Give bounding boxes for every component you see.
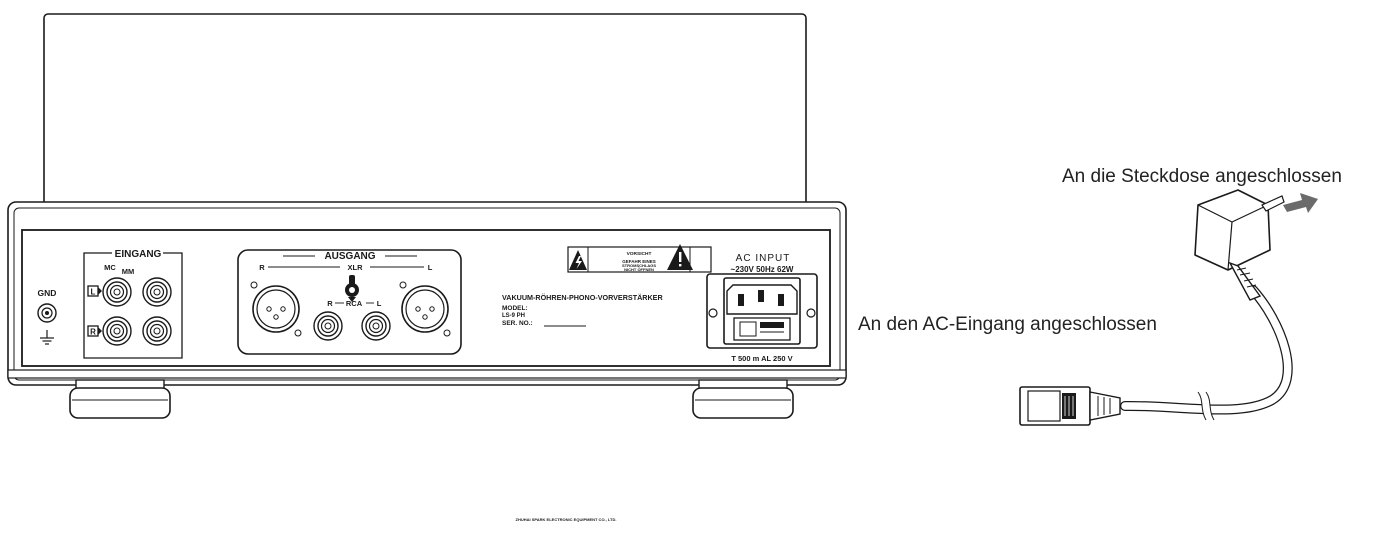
rca-right-label: R xyxy=(327,299,333,308)
input-group-title: EINGANG xyxy=(115,249,162,260)
xlr-rca-toggle-switch[interactable] xyxy=(345,275,359,297)
company-name: ZHUHAI SPARK ELECTRONIC EQUIPMENT CO., L… xyxy=(516,517,617,522)
rca-output-right[interactable] xyxy=(313,311,343,341)
output-plate xyxy=(237,249,462,355)
model-label: MODEL: xyxy=(502,305,528,312)
chassis-inner-edge xyxy=(13,207,841,381)
mc-label: MC xyxy=(104,263,116,272)
wall-outlet-callout: An die Steckdose angeschlossen xyxy=(1062,166,1342,187)
mm-label: MM xyxy=(122,267,135,276)
warning-title: VORSICHT xyxy=(627,251,652,257)
xlr-left-label: L xyxy=(428,263,433,272)
channel-l-badge: L xyxy=(87,285,102,297)
foot-left xyxy=(69,379,171,419)
output-group-title: AUSGANG xyxy=(324,251,375,262)
input-jack-mm-left[interactable] xyxy=(142,277,172,307)
input-jack-mc-right[interactable] xyxy=(102,316,132,346)
serial-label: SER. NO.: xyxy=(502,320,533,327)
input-jack-mm-right[interactable] xyxy=(142,316,172,346)
plug-direction-arrow-icon xyxy=(1283,193,1318,213)
input-jack-mc-left[interactable] xyxy=(102,277,132,307)
rca-label: RCA xyxy=(346,299,363,308)
warning-label: VORSICHT GEFAHR EINES STROMSCHLAGS NICHT… xyxy=(567,244,712,273)
xlr-right-label: R xyxy=(259,263,265,272)
warning-line-2: STROMSCHLAGS xyxy=(622,263,656,268)
toggle-arrow-icon xyxy=(348,297,356,302)
channel-r-badge: R xyxy=(87,325,102,337)
svg-text:R: R xyxy=(90,328,96,337)
model-value: LS-9 PH xyxy=(502,313,525,319)
ac-input-title: AC INPUT xyxy=(736,253,791,264)
warning-line-1: GEFAHR EINES xyxy=(622,259,656,264)
gnd-terminal[interactable] xyxy=(37,303,57,323)
svg-text:L: L xyxy=(91,288,96,297)
gnd-label: GND xyxy=(38,288,57,298)
iec-cord-connector xyxy=(1019,386,1121,426)
xlr-label: XLR xyxy=(348,263,364,272)
wall-plug xyxy=(1194,189,1285,301)
xlr-output-left[interactable] xyxy=(399,281,451,337)
input-group-frame xyxy=(83,252,183,359)
ground-symbol-icon xyxy=(40,330,54,345)
chassis-bottom-trim xyxy=(7,369,847,379)
rca-left-label: L xyxy=(377,299,382,308)
power-cord xyxy=(1120,285,1293,423)
foot-right xyxy=(692,379,794,419)
product-name: VAKUUM-RÖHREN-PHONO-VORVERSTÄRKER xyxy=(502,293,663,302)
fuse-rating: T 500 m AL 250 V xyxy=(731,354,792,363)
xlr-output-right[interactable] xyxy=(250,281,302,337)
ac-rating: ~230V 50Hz 62W xyxy=(731,265,794,274)
iec-power-inlet[interactable] xyxy=(706,273,818,349)
ac-input-callout: An den AC-Eingang angeschlossen xyxy=(858,314,1157,335)
warning-line-3: NICHT ÖFFNEN xyxy=(624,267,654,272)
rca-output-left[interactable] xyxy=(361,311,391,341)
